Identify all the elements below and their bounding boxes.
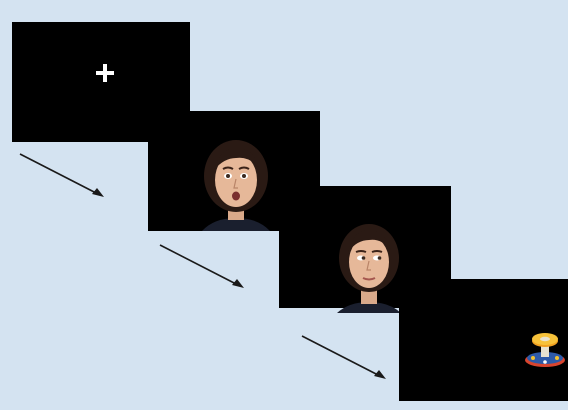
sequence-arrow-2 [159,244,244,288]
face-surprised-frame [148,111,320,231]
sequence-arrow-3 [301,335,386,379]
sequence-arrow-1 [19,153,104,197]
fixation-cross-icon [96,64,114,82]
face-surprised-image [202,140,270,231]
toy-object-icon [525,333,565,367]
face-gaze-averted-image [337,224,401,313]
object-frame [399,279,568,401]
